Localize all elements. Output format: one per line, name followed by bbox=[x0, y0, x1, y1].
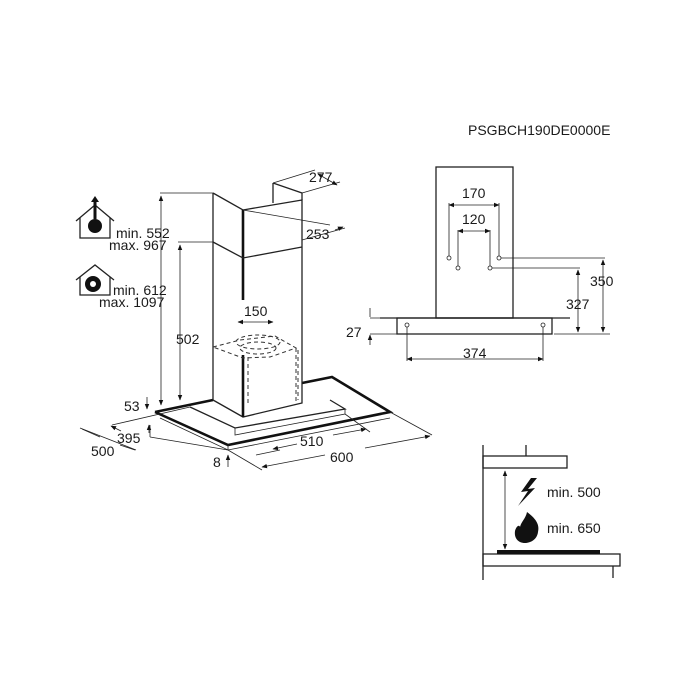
hood-shelf bbox=[482, 455, 568, 469]
dim-510: 510 bbox=[300, 433, 324, 449]
dim-277: 277 bbox=[309, 169, 333, 185]
motor-outline bbox=[211, 335, 299, 405]
dim-150: 150 bbox=[244, 303, 268, 319]
recirculation-mode-icon bbox=[75, 264, 115, 296]
chimney bbox=[212, 192, 303, 418]
dim-27: 27 bbox=[346, 324, 362, 340]
dim-395: 395 bbox=[117, 430, 141, 446]
dim-253: 253 bbox=[306, 226, 330, 242]
hob bbox=[497, 550, 600, 554]
model-code: PSGBCH190DE0000E bbox=[468, 122, 610, 138]
front-view: 170 120 350 327 374 27 bbox=[346, 166, 614, 362]
clearance-gas: min. 650 bbox=[547, 520, 601, 536]
dim-374: 374 bbox=[463, 345, 487, 361]
isometric-view: 277 253 min. 552 max. 967 min. 612 max. … bbox=[75, 169, 432, 470]
extraction-mode-icon bbox=[75, 196, 115, 239]
clearance-electric: min. 500 bbox=[547, 484, 601, 500]
dim-502: 502 bbox=[176, 331, 200, 347]
extraction-max: max. 967 bbox=[109, 237, 167, 253]
worktop bbox=[482, 553, 621, 567]
dim-8: 8 bbox=[213, 454, 221, 470]
canopy-body bbox=[189, 399, 347, 429]
clearance-view: min. 500 min. 650 bbox=[482, 445, 621, 580]
canopy-glass bbox=[154, 375, 394, 447]
dim-120: 120 bbox=[462, 211, 486, 227]
dim-600: 600 bbox=[330, 449, 354, 465]
extraction-min: min. 552 bbox=[116, 225, 170, 241]
canopy-front bbox=[396, 317, 553, 335]
dim-327: 327 bbox=[566, 296, 590, 312]
dim-500: 500 bbox=[91, 443, 115, 459]
dim-53: 53 bbox=[124, 398, 140, 414]
gas-flame-icon bbox=[514, 512, 539, 543]
electric-hob-icon bbox=[518, 478, 537, 506]
dim-170: 170 bbox=[462, 185, 486, 201]
recirculation-min: min. 612 bbox=[113, 282, 167, 298]
recirculation-max: max. 1097 bbox=[99, 294, 165, 310]
dim-350: 350 bbox=[590, 273, 614, 289]
